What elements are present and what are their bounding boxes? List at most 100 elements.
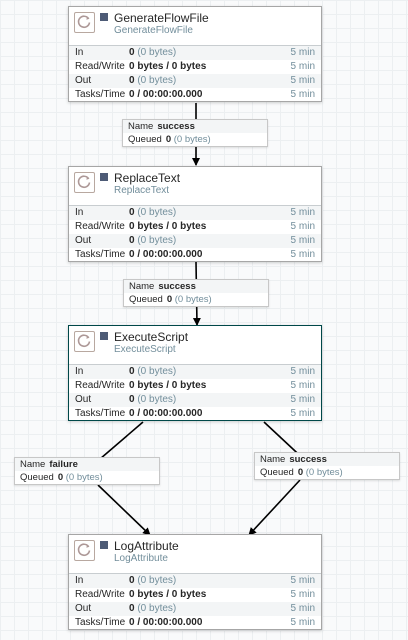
stat-value: 0 bytes / 0 bytes — [129, 589, 207, 600]
connection-name: success — [157, 121, 195, 132]
stat-label: Out — [75, 75, 92, 86]
processor-header: ExecuteScript ExecuteScript — [69, 326, 321, 365]
stat-row-readwrite: Read/Write 0 bytes / 0 bytes 5 min — [69, 588, 321, 602]
connection-queued-size: (0 bytes) — [65, 472, 103, 483]
connection-queued-size: (0 bytes) — [174, 294, 212, 305]
stat-value: 0 (0 bytes) — [129, 394, 177, 405]
stat-window: 5 min — [290, 575, 315, 586]
stopped-state-icon[interactable] — [100, 13, 108, 21]
stat-row-tasks: Tasks/Time 0 / 00:00:00.000 5 min — [69, 616, 321, 630]
stat-value: 0 bytes / 0 bytes — [129, 221, 207, 232]
connection-queued-count: 0 — [166, 294, 173, 305]
connection-name-label: Name — [129, 281, 155, 292]
stat-window: 5 min — [290, 603, 315, 614]
stat-label: Tasks/Time — [75, 408, 126, 419]
stat-label: Read/Write — [75, 380, 125, 391]
stat-row-in: In 0 (0 bytes) 5 min — [69, 365, 321, 379]
stat-label: In — [75, 207, 84, 218]
stat-window: 5 min — [290, 235, 315, 246]
stat-window: 5 min — [290, 75, 315, 86]
stat-window: 5 min — [290, 380, 315, 391]
processor-header: GenerateFlowFile GenerateFlowFile — [69, 7, 321, 46]
stat-row-tasks: Tasks/Time 0 / 00:00:00.000 5 min — [69, 248, 321, 262]
connection-queued-count: 0 — [57, 472, 64, 483]
stat-window: 5 min — [290, 89, 315, 100]
connection-queued-label: Queued — [129, 294, 163, 305]
stat-row-readwrite: Read/Write 0 bytes / 0 bytes 5 min — [69, 379, 321, 393]
stat-window: 5 min — [290, 61, 315, 72]
processor-type: ExecuteScript — [114, 344, 176, 355]
processor-icon — [74, 172, 95, 193]
stat-label: Out — [75, 235, 92, 246]
stat-row-out: Out 0 (0 bytes) 5 min — [69, 234, 321, 248]
connection-name: success — [158, 281, 196, 292]
connection-queued-size: (0 bytes) — [305, 467, 343, 478]
connection-name: success — [289, 454, 327, 465]
processor-generateflowfile[interactable]: GenerateFlowFile GenerateFlowFile In 0 (… — [68, 6, 322, 102]
stopped-state-icon[interactable] — [100, 332, 108, 340]
stat-row-in: In 0 (0 bytes) 5 min — [69, 206, 321, 220]
processor-type: GenerateFlowFile — [114, 25, 193, 36]
stat-row-tasks: Tasks/Time 0 / 00:00:00.000 5 min — [69, 88, 321, 102]
stat-row-out: Out 0 (0 bytes) 5 min — [69, 393, 321, 407]
connection-line-failure[interactable] — [97, 484, 151, 536]
stat-value: 0 / 00:00:00.000 — [129, 89, 203, 100]
processor-type: LogAttribute — [114, 553, 168, 564]
stat-row-readwrite: Read/Write 0 bytes / 0 bytes 5 min — [69, 220, 321, 234]
stat-value: 0 / 00:00:00.000 — [129, 249, 203, 260]
stat-label: Tasks/Time — [75, 89, 126, 100]
stat-label: Read/Write — [75, 589, 125, 600]
processor-executescript[interactable]: ExecuteScript ExecuteScript In 0 (0 byte… — [68, 325, 322, 421]
stat-row-out: Out 0 (0 bytes) 5 min — [69, 74, 321, 88]
stat-label: Tasks/Time — [75, 249, 126, 260]
stat-label: Out — [75, 394, 92, 405]
stat-row-in: In 0 (0 bytes) 5 min — [69, 46, 321, 60]
processor-header: ReplaceText ReplaceText — [69, 167, 321, 206]
stat-value: 0 (0 bytes) — [129, 75, 177, 86]
processor-icon — [74, 540, 95, 561]
connection-name-label: Name — [20, 459, 46, 470]
processor-name: GenerateFlowFile — [114, 11, 209, 25]
stat-label: Out — [75, 603, 92, 614]
processor-logattribute[interactable]: LogAttribute LogAttribute In 0 (0 bytes)… — [68, 534, 322, 630]
stopped-state-icon[interactable] — [100, 541, 108, 549]
stat-label: In — [75, 47, 84, 58]
connection-name: failure — [49, 459, 78, 470]
stat-row-tasks: Tasks/Time 0 / 00:00:00.000 5 min — [69, 407, 321, 421]
connection-name-label: Name — [260, 454, 286, 465]
stat-row-out: Out 0 (0 bytes) 5 min — [69, 602, 321, 616]
stat-value: 0 (0 bytes) — [129, 575, 177, 586]
processor-name: ExecuteScript — [114, 330, 189, 344]
stat-row-in: In 0 (0 bytes) 5 min — [69, 574, 321, 588]
processor-replacetext[interactable]: ReplaceText ReplaceText In 0 (0 bytes) 5… — [68, 166, 322, 262]
stopped-state-icon[interactable] — [100, 173, 108, 181]
stat-value: 0 (0 bytes) — [129, 207, 177, 218]
connection-line-success-3[interactable] — [248, 479, 301, 536]
connection-queued-count: 0 — [165, 134, 172, 145]
stat-label: In — [75, 366, 84, 377]
stat-window: 5 min — [290, 617, 315, 628]
stat-window: 5 min — [290, 589, 315, 600]
stat-value: 0 (0 bytes) — [129, 603, 177, 614]
stat-window: 5 min — [290, 47, 315, 58]
stat-window: 5 min — [290, 249, 315, 260]
processor-icon — [74, 12, 95, 33]
stat-value: 0 (0 bytes) — [129, 235, 177, 246]
processor-header: LogAttribute LogAttribute — [69, 535, 321, 574]
stat-label: Read/Write — [75, 221, 125, 232]
stat-value: 0 (0 bytes) — [129, 47, 177, 58]
connection-queued-size: (0 bytes) — [173, 134, 211, 145]
stat-window: 5 min — [290, 394, 315, 405]
